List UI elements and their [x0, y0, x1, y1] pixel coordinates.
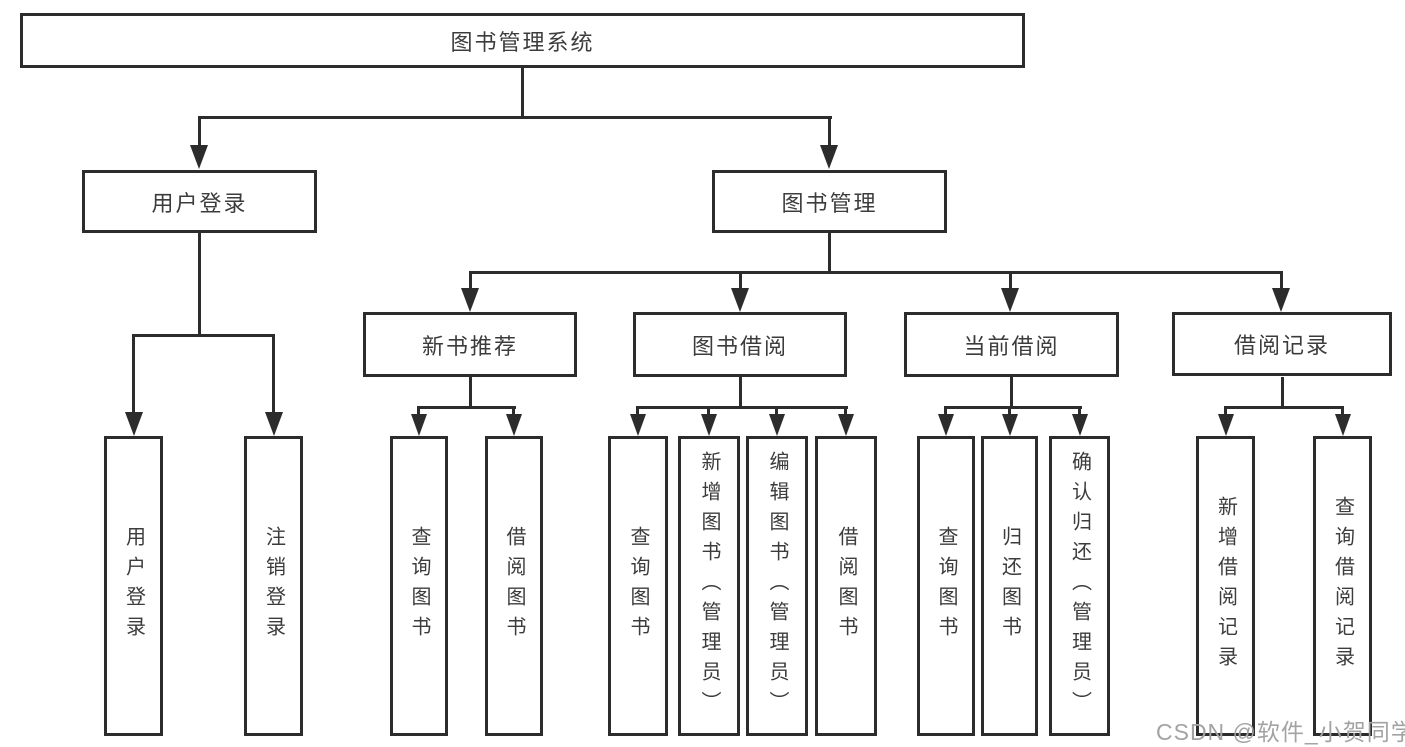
- leaf-query-books-current: 查询图书: [917, 436, 975, 736]
- node-library-management-system: 图书管理系统: [20, 13, 1025, 68]
- arrow-g3-leaf4: [838, 414, 854, 436]
- connector-g4-leaf1: [944, 406, 947, 416]
- connector-new-book-recommend-stem: [469, 377, 472, 408]
- leaf-query-books-borrow: 查询图书: [608, 436, 668, 736]
- leaf-add-borrow-record: 新增借阅记录: [1196, 436, 1255, 736]
- connector-to-book-management: [828, 116, 831, 149]
- leaf-query-borrow-record: 查询借阅记录: [1313, 436, 1372, 736]
- arrow-to-book-borrow: [731, 288, 749, 312]
- leaf-user-login: 用户登录: [104, 436, 163, 736]
- arrow-g2-leaf2: [506, 414, 522, 436]
- connector-book-management-branch: [470, 271, 1283, 274]
- arrow-g4-leaf2: [1002, 414, 1018, 436]
- connector-book-borrow-stem: [739, 377, 742, 408]
- node-user-login: 用户登录: [82, 170, 317, 233]
- arrow-g3-leaf3: [769, 414, 785, 436]
- arrow-to-current-borrow: [1001, 288, 1019, 312]
- arrow-g4-leaf3: [1072, 414, 1088, 436]
- connector-book-borrow-branch: [637, 406, 848, 409]
- node-current-borrow: 当前借阅: [904, 312, 1119, 377]
- connector-to-current-borrow: [1009, 271, 1012, 292]
- node-borrow-records: 借阅记录: [1172, 312, 1392, 376]
- connector-g3-leaf1: [636, 406, 639, 416]
- connector-to-new-book-recommend: [469, 271, 472, 292]
- connector-current-borrow-stem: [1010, 377, 1013, 408]
- connector-user-login-branch: [132, 334, 275, 337]
- connector-to-user-login: [198, 116, 201, 149]
- connector-borrow-records-branch: [1225, 406, 1344, 409]
- connector-g5-leaf1: [1224, 406, 1227, 416]
- connector-new-book-recommend-branch: [418, 406, 516, 409]
- connector-g2-leaf2: [512, 406, 515, 416]
- node-book-borrow: 图书借阅: [633, 312, 847, 377]
- connector-g3-leaf4: [844, 406, 847, 416]
- watermark: CSDN @软件_小贺同学: [1156, 719, 1405, 745]
- connector-book-management-stem: [828, 233, 831, 274]
- connector-to-leaf-user-login: [132, 334, 135, 414]
- arrow-to-leaf-logout: [265, 412, 283, 436]
- leaf-confirm-return-admin: 确认归还（管理员）: [1049, 436, 1110, 736]
- arrow-to-leaf-user-login: [125, 412, 143, 436]
- node-new-book-recommend: 新书推荐: [363, 312, 577, 377]
- connector-g3-leaf2: [707, 406, 710, 416]
- leaf-return-books: 归还图书: [981, 436, 1038, 736]
- connector-to-borrow-records: [1280, 271, 1283, 292]
- leaf-borrow-books-recommend: 借阅图书: [485, 436, 543, 736]
- connector-to-leaf-logout: [272, 334, 275, 414]
- connector-g2-leaf1: [417, 406, 420, 416]
- leaf-logout: 注销登录: [244, 436, 303, 736]
- leaf-add-book-admin: 新增图书（管理员）: [678, 436, 740, 736]
- arrow-g4-leaf1: [938, 414, 954, 436]
- arrow-to-borrow-records: [1272, 288, 1290, 312]
- connector-root-branch: [198, 116, 832, 119]
- connector-g4-leaf3: [1078, 406, 1081, 416]
- connector-g4-leaf2: [1008, 406, 1011, 416]
- connector-g5-leaf2: [1341, 406, 1344, 416]
- arrow-to-book-management: [820, 145, 838, 169]
- arrow-g3-leaf1: [630, 414, 646, 436]
- connector-g3-leaf3: [775, 406, 778, 416]
- leaf-borrow-books: 借阅图书: [815, 436, 877, 736]
- arrow-to-new-book-recommend: [461, 288, 479, 312]
- connector-borrow-records-stem: [1281, 377, 1284, 408]
- leaf-edit-book-admin: 编辑图书（管理员）: [746, 436, 808, 736]
- connector-root-stem: [521, 68, 524, 117]
- connector-current-borrow-branch: [945, 406, 1082, 409]
- connector-to-book-borrow: [739, 271, 742, 292]
- arrow-g5-leaf1: [1218, 414, 1234, 436]
- arrow-g3-leaf2: [701, 414, 717, 436]
- leaf-query-books-recommend: 查询图书: [390, 436, 448, 736]
- arrow-to-user-login: [190, 145, 208, 169]
- connector-user-login-stem: [198, 233, 201, 336]
- arrow-g2-leaf1: [411, 414, 427, 436]
- arrow-g5-leaf2: [1335, 414, 1351, 436]
- node-book-management: 图书管理: [712, 170, 947, 233]
